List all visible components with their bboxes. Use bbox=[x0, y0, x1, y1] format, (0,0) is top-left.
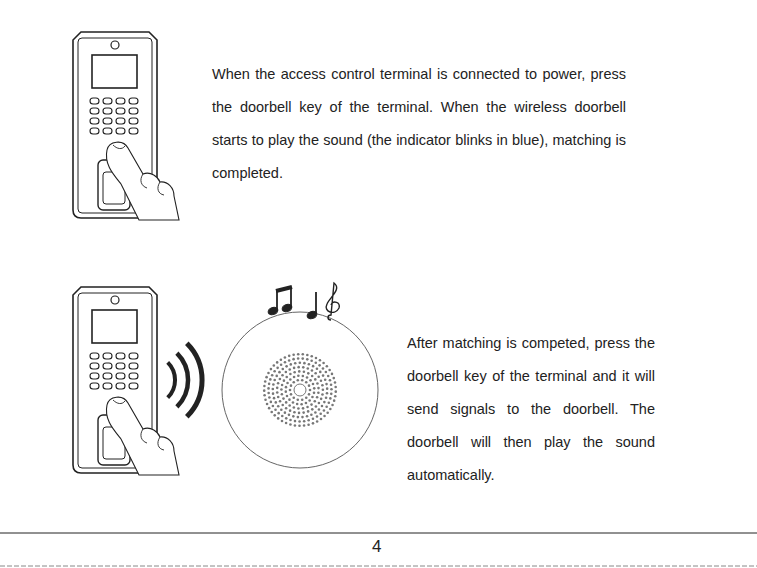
page-number: 4 bbox=[372, 537, 402, 557]
access-terminal bbox=[73, 32, 179, 220]
text-slot: After matching is competed, press the do… bbox=[407, 327, 655, 492]
footer-rule bbox=[0, 533, 757, 534]
instruction-text: After matching is competed, press the do… bbox=[407, 327, 655, 492]
text-slot: When the access control terminal is conn… bbox=[212, 58, 626, 190]
instruction-text: When the access control terminal is conn… bbox=[212, 58, 626, 190]
page-edge bbox=[0, 566, 757, 567]
music-notes bbox=[267, 283, 339, 320]
speaker-center bbox=[294, 384, 306, 396]
signal-waves bbox=[168, 343, 202, 417]
text-slot: 4 bbox=[372, 537, 402, 557]
wireless-doorbell bbox=[222, 312, 378, 468]
access-terminal bbox=[73, 287, 179, 475]
speaker-holes bbox=[263, 353, 337, 427]
